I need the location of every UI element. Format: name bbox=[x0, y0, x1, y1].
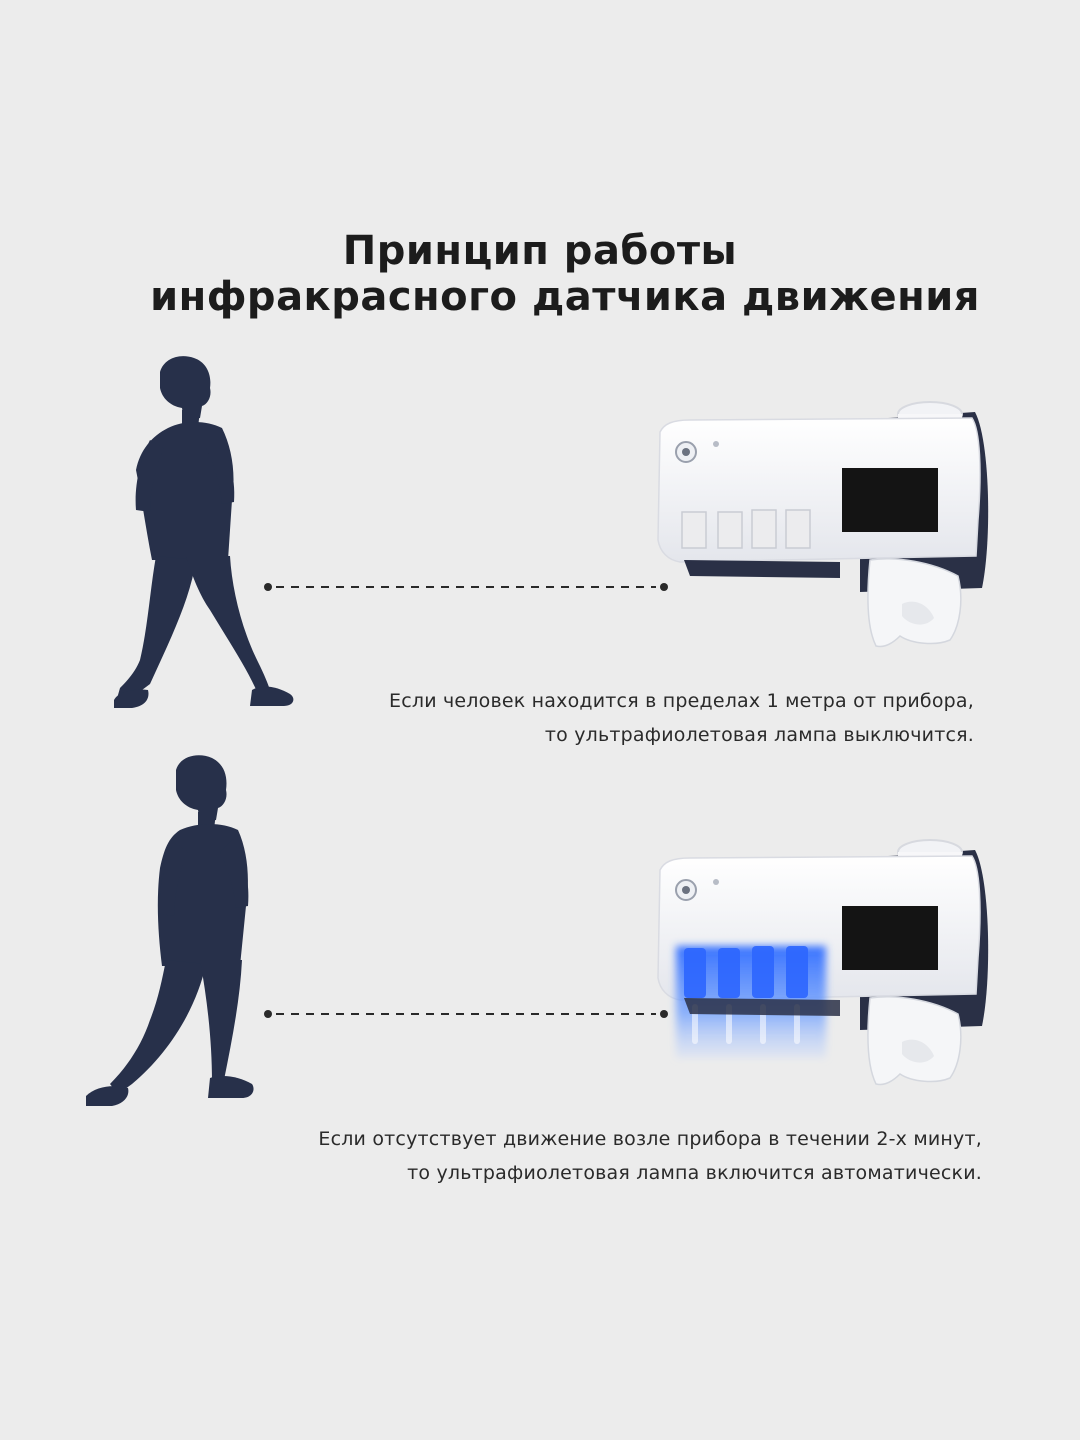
walking-person-2 bbox=[86, 755, 254, 1106]
uv-toothbrush-sterilizer-1 bbox=[657, 401, 989, 648]
walking-person-1 bbox=[114, 356, 294, 708]
caption-scene-1: Если человек находится в пределах 1 метр… bbox=[389, 684, 974, 752]
caption-1-line-2: то ультрафиолетовая лампа выключится. bbox=[544, 724, 974, 746]
title-line-1: Принцип работы bbox=[342, 228, 738, 274]
caption-2-line-2: то ультрафиолетовая лампа включится авто… bbox=[407, 1162, 982, 1184]
uv-toothbrush-sterilizer-2 bbox=[657, 839, 989, 1086]
caption-2-line-1: Если отсутствует движение возле прибора … bbox=[318, 1128, 982, 1150]
title-line-2: инфракрасного датчика движения bbox=[150, 274, 980, 320]
caption-scene-2: Если отсутствует движение возле прибора … bbox=[318, 1122, 982, 1190]
distance-line-1 bbox=[264, 583, 668, 591]
distance-line-2 bbox=[264, 1010, 668, 1018]
diagram-title: Принцип работы инфракрасного датчика дви… bbox=[0, 228, 1080, 320]
caption-1-line-1: Если человек находится в пределах 1 метр… bbox=[389, 690, 974, 712]
